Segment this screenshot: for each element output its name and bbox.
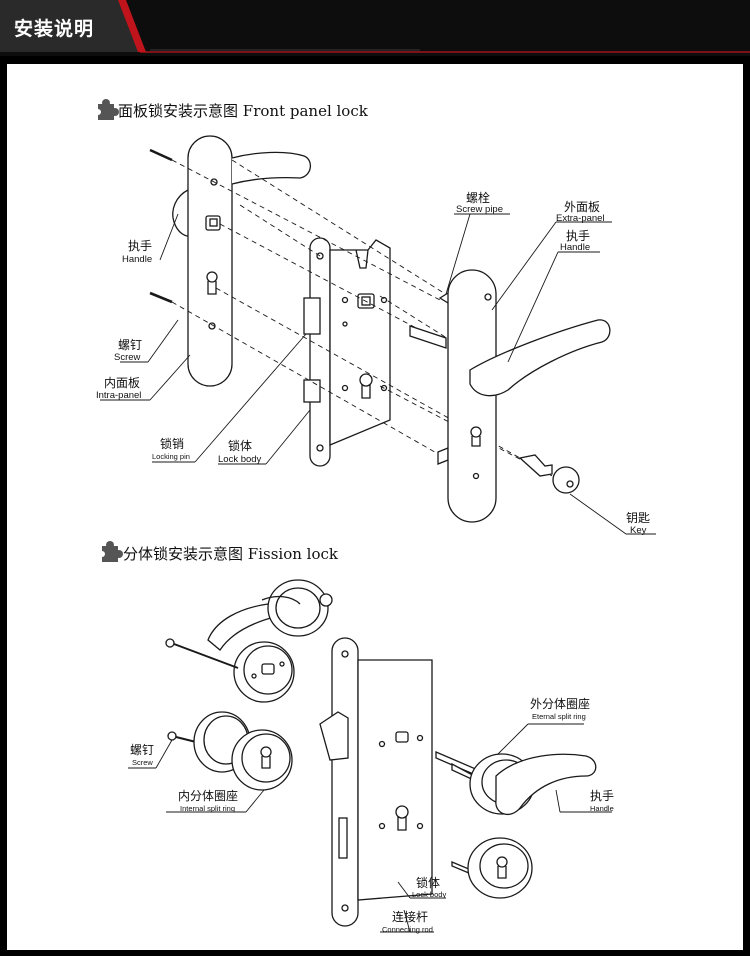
label-internal-split-ring-en: Internal split ring [180,804,236,813]
fission-screw-drawing [165,638,239,743]
label-connecting-rod-en: Connecting rod [382,925,433,934]
label-intra-panel-en: Intra-panel [96,390,142,401]
label-handle-left-en: Handle [122,254,153,265]
fission-inner-handle-drawing [207,579,333,651]
fission-leader-lines [128,723,612,933]
key-drawing [518,454,580,494]
fission-section-title: 分体锁安装示意图 Fission lock [123,545,338,563]
label-locking-pin-en: Locking pin [152,452,190,461]
label-screw-en: Screw [114,352,141,363]
front-section-title: 面板锁安装示意图 Front panel lock [118,102,368,120]
label-intra-panel-cn: 内面板 [104,376,141,390]
label-screw-pipe-en: Screw pipe [456,204,503,215]
label-internal-split-ring-cn: 内分体圈座 [178,789,239,803]
label-fission-lock-body-en: Lock body [412,890,447,899]
fission-lock-body-drawing [319,637,433,927]
label-extra-panel-cn: 外面板 [564,200,601,214]
label-fission-screw-cn: 螺钉 [130,743,155,757]
header-decoration [0,0,750,53]
fission-internal-split-ring-drawing [193,711,293,791]
label-key-en: Key [630,525,647,536]
fission-inner-rose-drawing [233,641,295,703]
fission-eternal-split-ring-drawing [469,753,597,816]
screw-drawing [149,148,173,304]
label-handle-right-cn: 执手 [566,229,591,243]
label-screw-cn: 螺钉 [118,338,143,352]
label-lock-body-cn: 锁体 [228,439,253,453]
puzzle-piece-icon [95,99,119,120]
label-fission-screw-en: Screw [132,758,153,767]
puzzle-piece-icon [99,541,123,562]
front-leader-lines [100,213,656,535]
label-extra-panel-en: Extra-panel [556,213,605,224]
label-fission-handle-en: Handle [590,804,614,813]
label-handle-right-en: Handle [560,242,591,253]
label-key-cn: 钥匙 [626,511,651,525]
label-handle-left-cn: 执手 [128,239,153,253]
label-fission-handle-cn: 执手 [590,789,615,803]
label-eternal-split-ring-cn: 外分体圈座 [530,697,591,711]
label-connecting-rod-cn: 连接杆 [392,910,429,924]
label-lock-body-en: Lock body [218,454,262,465]
front-lock-body-drawing [303,237,391,467]
page-header: 安装说明 [0,0,750,56]
extra-panel-drawing [447,269,611,523]
page-title: 安装说明 [14,18,95,40]
intra-panel-drawing [172,135,311,387]
label-fission-lock-body-cn: 锁体 [416,876,441,890]
label-screw-pipe-cn: 螺栓 [466,191,491,205]
label-eternal-split-ring-en: Eternal split ring [532,712,586,721]
fission-outer-rose-drawing [451,837,533,899]
label-locking-pin-cn: 锁销 [160,437,185,451]
